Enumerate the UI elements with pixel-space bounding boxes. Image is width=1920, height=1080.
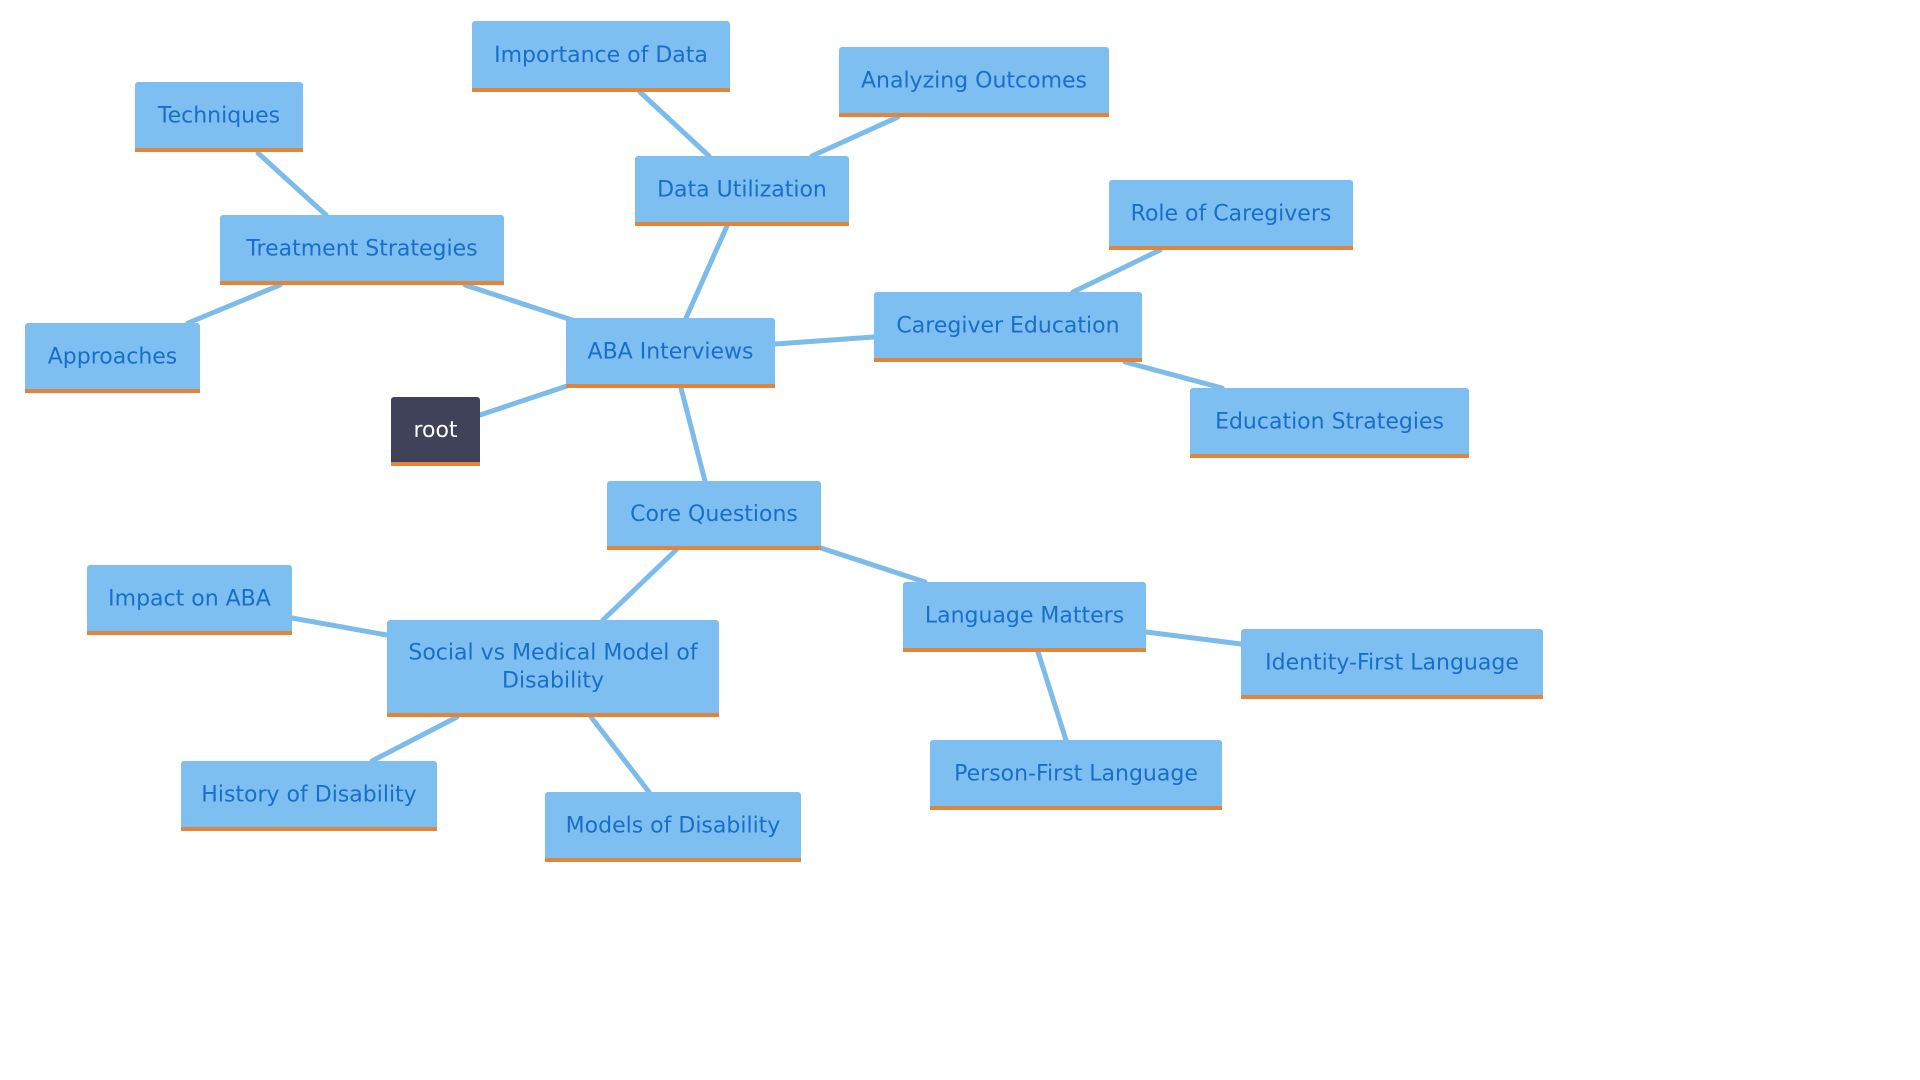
node-label: Techniques (157, 104, 280, 129)
node-box (87, 565, 292, 635)
node-label: Role of Caregivers (1131, 202, 1332, 227)
node-treatment[interactable]: Treatment Strategies (220, 215, 504, 285)
edge-caregiver-role (1070, 247, 1163, 295)
node-underline (1241, 695, 1543, 699)
node-label: Analyzing Outcomes (861, 69, 1087, 94)
node-label: Identity-First Language (1265, 651, 1519, 676)
node-core[interactable]: Core Questions (607, 481, 821, 550)
node-underline (387, 713, 719, 717)
node-importance[interactable]: Importance of Data (472, 21, 730, 92)
node-history[interactable]: History of Disability (181, 761, 437, 831)
edge-aba-treatment (462, 282, 575, 323)
node-label: Caregiver Education (896, 314, 1119, 339)
node-underline (87, 631, 292, 635)
node-root[interactable]: root (391, 397, 480, 466)
edge-treatment-approaches (185, 282, 283, 326)
node-box (930, 740, 1222, 810)
node-label: Impact on ABA (108, 587, 271, 612)
node-role[interactable]: Role of Caregivers (1109, 180, 1353, 250)
node-label: Treatment Strategies (245, 237, 477, 262)
node-box (874, 292, 1142, 362)
edge-language-identity (1143, 629, 1244, 647)
node-underline (635, 222, 849, 226)
edge-caregiver-eduStrat (1122, 359, 1225, 391)
node-underline (181, 827, 437, 831)
edge-social-models (588, 714, 652, 795)
node-box (545, 792, 801, 862)
node-underline (472, 88, 730, 92)
node-underline (220, 281, 504, 285)
node-language[interactable]: Language Matters (903, 582, 1146, 652)
node-box (472, 21, 730, 92)
edge-language-person (1035, 649, 1069, 743)
node-techniques[interactable]: Techniques (135, 82, 303, 152)
node-underline (607, 546, 821, 550)
edge-aba-caregiver (772, 334, 877, 347)
node-label: Models of Disability (566, 814, 781, 839)
node-person[interactable]: Person-First Language (930, 740, 1222, 810)
edge-treatment-techniques (255, 150, 329, 218)
node-label: Core Questions (630, 502, 798, 527)
node-box (391, 397, 480, 466)
node-impact[interactable]: Impact on ABA (87, 565, 292, 635)
node-box (25, 323, 200, 393)
node-label: Person-First Language (954, 762, 1198, 787)
edge-root-aba (477, 383, 570, 418)
node-label: Importance of Data (494, 43, 708, 68)
edge-data-analyzing (809, 114, 901, 159)
node-underline (1190, 454, 1469, 458)
node-label: ABA Interviews (588, 340, 754, 365)
node-box (135, 82, 303, 152)
node-box (1109, 180, 1353, 250)
node-label: root (413, 418, 457, 443)
node-approaches[interactable]: Approaches (25, 323, 200, 393)
node-underline (839, 113, 1109, 117)
node-eduStrat[interactable]: Education Strategies (1190, 388, 1469, 458)
node-analyzing[interactable]: Analyzing Outcomes (839, 47, 1109, 117)
edge-aba-data (683, 223, 730, 321)
node-identity[interactable]: Identity-First Language (1241, 629, 1543, 699)
node-box (1241, 629, 1543, 699)
node-underline (903, 648, 1146, 652)
node-label: Language Matters (925, 604, 1124, 629)
nodes-layer: root ABA Interviews Treatment Strategies Te… (25, 21, 1543, 862)
node-box (839, 47, 1109, 117)
node-label: Data Utilization (657, 178, 827, 203)
node-underline (135, 148, 303, 152)
node-box (1190, 388, 1469, 458)
edge-core-language (818, 545, 928, 585)
edges-layer (185, 89, 1244, 795)
node-label: History of Disability (201, 783, 416, 808)
edge-social-history (369, 714, 460, 764)
node-box (181, 761, 437, 831)
node-box (566, 318, 775, 388)
node-caregiver[interactable]: Caregiver Education (874, 292, 1142, 362)
node-aba[interactable]: ABA Interviews (566, 318, 775, 388)
node-box (387, 620, 719, 717)
node-box (635, 156, 849, 226)
node-underline (566, 384, 775, 388)
edge-core-social (600, 547, 679, 623)
node-underline (25, 389, 200, 393)
node-label: Approaches (48, 345, 178, 370)
node-underline (391, 462, 480, 466)
edge-aba-core (678, 385, 708, 484)
node-underline (545, 858, 801, 862)
node-underline (930, 806, 1222, 810)
node-box (903, 582, 1146, 652)
mindmap-canvas: root ABA Interviews Treatment Strategies Te… (25, 21, 1543, 862)
edge-data-importance (637, 89, 712, 159)
node-label: Education Strategies (1215, 410, 1444, 435)
node-data[interactable]: Data Utilization (635, 156, 849, 226)
node-box (220, 215, 504, 285)
node-models[interactable]: Models of Disability (545, 792, 801, 862)
node-box (607, 481, 821, 550)
node-underline (1109, 246, 1353, 250)
node-underline (874, 358, 1142, 362)
edge-social-impact (289, 615, 390, 638)
